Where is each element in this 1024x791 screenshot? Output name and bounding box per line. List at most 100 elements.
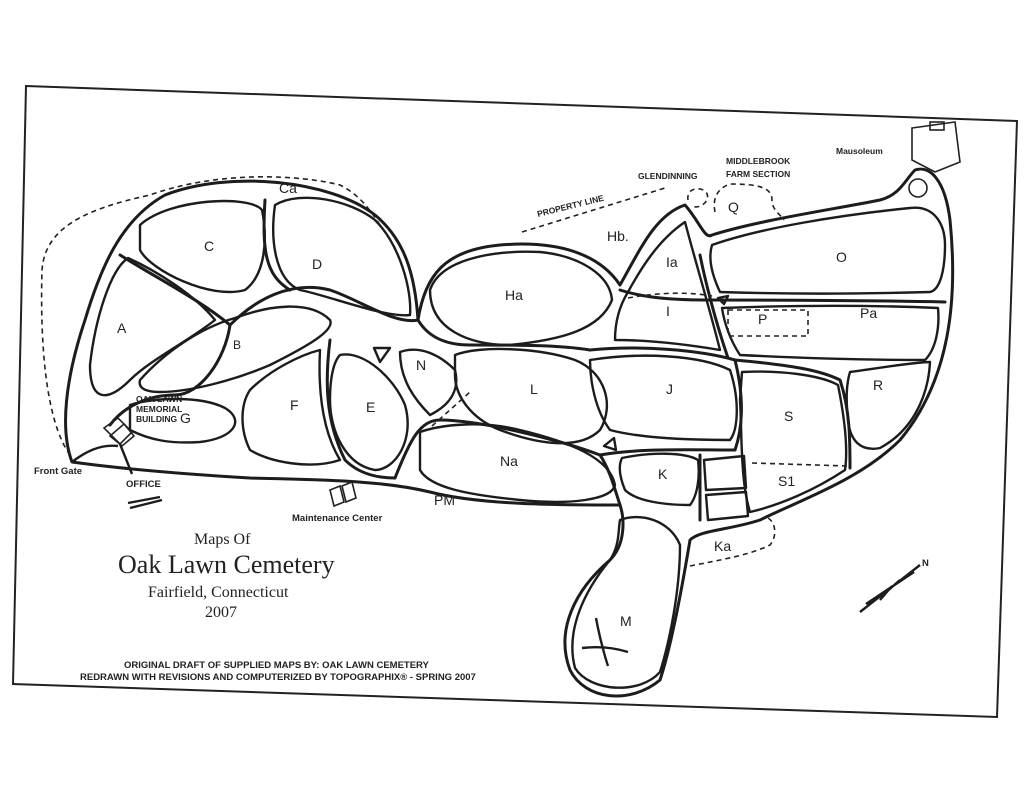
plot-small	[702, 454, 748, 492]
property-line	[521, 187, 666, 233]
memorial-label-2: MEMORIAL	[136, 404, 182, 414]
title-year: 2007	[205, 604, 237, 621]
plot-a	[88, 256, 217, 397]
section-label-l: L	[530, 381, 538, 397]
section-label-c: C	[204, 238, 214, 254]
credits-line-2: REDRAWN WITH REVISIONS AND COMPUTERIZED …	[80, 672, 476, 683]
internal-road	[262, 198, 292, 292]
office-pointer	[118, 443, 134, 475]
section-label-ia: Ia	[666, 254, 678, 270]
section-label-ha: Ha	[505, 287, 523, 303]
triangle-marker	[372, 346, 392, 364]
north-arrow-icon	[859, 564, 921, 613]
section-label-ka: Ka	[714, 538, 731, 554]
pencil-mark	[581, 617, 629, 667]
section-label-ca: Ca	[279, 180, 297, 196]
internal-road	[118, 253, 420, 327]
plot-b	[138, 305, 332, 394]
plot-k	[618, 452, 700, 507]
maintenance-building	[329, 484, 345, 508]
property-line-label: PROPERTY LINE	[536, 193, 605, 219]
section-label-hb: Hb.	[607, 228, 629, 244]
section-label-f: F	[290, 397, 299, 413]
internal-road	[108, 323, 232, 427]
middlebrook-boundary	[713, 183, 785, 221]
plot-na	[418, 423, 617, 504]
map-border	[11, 84, 1019, 719]
plot-f	[241, 348, 342, 466]
section-label-a: A	[117, 320, 127, 336]
ka-boundary	[689, 517, 776, 567]
section-label-d: D	[312, 256, 322, 272]
internal-road	[733, 358, 852, 470]
credits-line-1: ORIGINAL DRAFT OF SUPPLIED MAPS BY: OAK …	[124, 660, 430, 671]
plot-g	[128, 397, 237, 444]
mausoleum-annex	[929, 121, 945, 131]
section-label-pa: Pa	[860, 305, 877, 321]
section-label-p: P	[758, 311, 767, 327]
internal-road	[325, 338, 397, 480]
memorial-building	[102, 416, 134, 446]
section-label-r: R	[873, 377, 883, 393]
plot-s-s1	[738, 370, 848, 514]
section-label-i: I	[666, 303, 670, 319]
internal-road	[416, 318, 592, 352]
internal-road	[698, 253, 730, 360]
section-label-k: K	[658, 466, 668, 482]
memorial-label-1: OAK LAWN	[136, 394, 182, 404]
maintenance-building	[341, 480, 357, 504]
section-label-o: O	[836, 249, 847, 265]
middlebrook-label-2: FARM SECTION	[726, 169, 790, 179]
plot-n	[398, 348, 458, 417]
plot-p-pa	[720, 304, 940, 362]
front-gate-label: Front Gate	[34, 466, 82, 477]
glendinning-label: GLENDINNING	[638, 171, 698, 181]
triangle-marker	[716, 294, 730, 306]
plot-small	[704, 490, 750, 522]
office-label: OFFICE	[126, 479, 161, 490]
mausoleum-circle	[908, 178, 928, 198]
internal-road	[598, 453, 622, 507]
section-label-na: Na	[500, 453, 518, 469]
signature-mark	[127, 495, 163, 510]
section-label-s1: S1	[778, 473, 795, 489]
plot-ia-i	[613, 220, 722, 352]
plot-o	[709, 206, 947, 295]
section-label-q: Q	[728, 199, 739, 215]
section-divider	[727, 309, 809, 337]
plot-d	[272, 196, 412, 317]
section-divider	[627, 292, 713, 299]
plot-c	[138, 199, 266, 294]
middlebrook-label-1: MIDDLEBROOK	[726, 156, 791, 166]
section-label-b: B	[233, 338, 241, 352]
maintenance-label: Maintenance Center	[292, 513, 383, 524]
section-label-j: J	[666, 381, 673, 397]
title-maps-of: Maps Of	[194, 531, 251, 548]
north-label: N	[922, 558, 929, 569]
internal-road	[598, 448, 737, 457]
plot-l	[453, 347, 609, 445]
office-building	[108, 422, 136, 448]
dashed-boundary-ca	[40, 176, 381, 456]
glendinning-boundary	[687, 187, 709, 208]
title-cemetery: Oak Lawn Cemetery	[118, 550, 335, 579]
plot-m	[571, 515, 682, 689]
front-gate-road	[71, 444, 119, 463]
plot-e	[328, 353, 409, 472]
mausoleum-label: Mausoleum	[836, 146, 883, 156]
mausoleum-building	[911, 121, 961, 173]
section-label-n: N	[416, 357, 426, 373]
plot-r	[845, 360, 932, 450]
section-label-m: M	[620, 613, 632, 629]
section-label-s: S	[784, 408, 793, 424]
internal-road	[618, 288, 712, 302]
title-location: Fairfield, Connecticut	[148, 584, 289, 601]
section-label-g: G	[180, 410, 191, 426]
section-divider	[751, 462, 849, 467]
memorial-label-3: BUILDING	[136, 414, 177, 424]
triangle-marker	[602, 436, 618, 452]
plot-j	[588, 354, 738, 442]
internal-road	[708, 298, 947, 304]
